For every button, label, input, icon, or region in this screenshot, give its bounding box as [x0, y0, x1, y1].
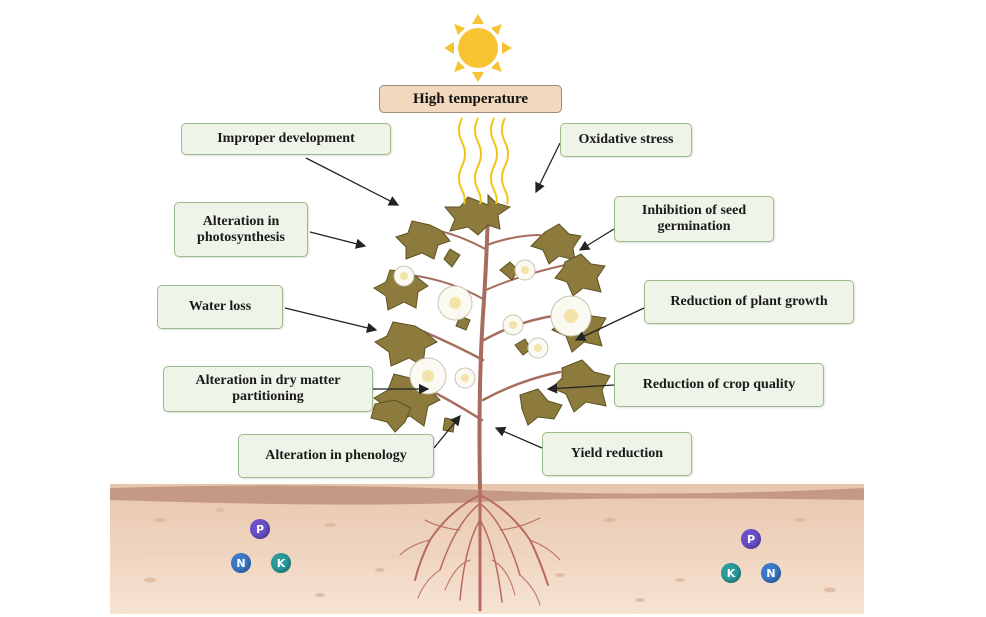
label-alteration-photosynthesis: Alteration in photosynthesis — [174, 202, 308, 257]
cotton-bolls — [393, 259, 592, 395]
nutrient-k-left: K — [271, 553, 291, 573]
heat-waves — [458, 117, 509, 205]
label-improper-development: Improper development — [181, 123, 391, 155]
label-alteration-dry-matter: Alteration in dry matter partitioning — [163, 366, 373, 412]
nutrient-p-left: P — [250, 519, 270, 539]
nutrient-p-right: P — [741, 529, 761, 549]
title-label: High temperature — [379, 85, 562, 113]
nutrient-k-right: K — [721, 563, 741, 583]
label-reduction-plant-growth: Reduction of plant growth — [644, 280, 854, 324]
nutrient-n-left: N — [231, 553, 251, 573]
soil — [110, 484, 864, 614]
label-yield-reduction: Yield reduction — [542, 432, 692, 476]
label-water-loss: Water loss — [157, 285, 283, 329]
sun-icon — [444, 14, 512, 82]
label-inhibition-seed-germination: Inhibition of seed germination — [614, 196, 774, 242]
label-alteration-phenology: Alteration in phenology — [238, 434, 434, 478]
nutrient-n-right: N — [761, 563, 781, 583]
roots — [399, 468, 561, 612]
label-oxidative-stress: Oxidative stress — [560, 123, 692, 157]
label-reduction-crop-quality: Reduction of crop quality — [614, 363, 824, 407]
effect-arrows — [284, 142, 645, 449]
